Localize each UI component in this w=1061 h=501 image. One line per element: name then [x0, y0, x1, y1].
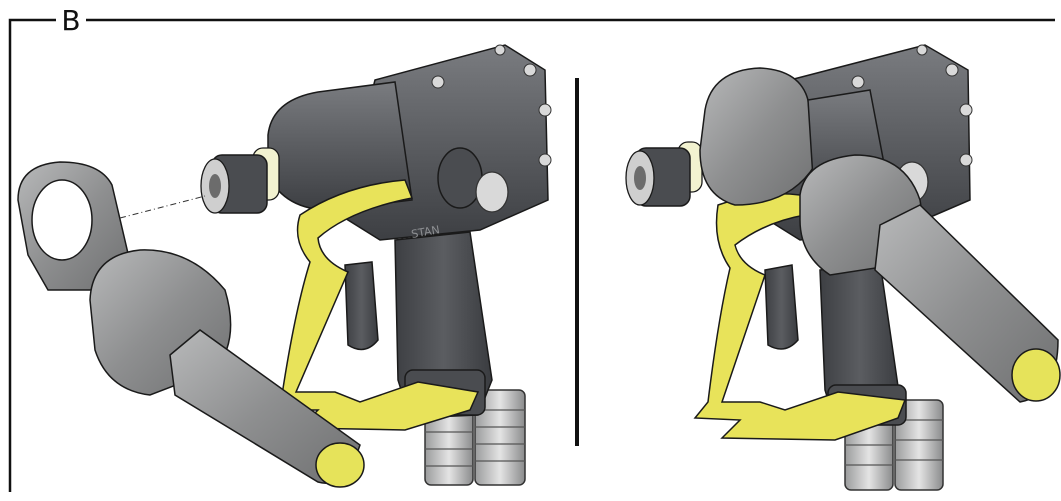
right-panel — [625, 44, 1061, 491]
left-panel: STAN — [17, 44, 552, 488]
right-anvil — [625, 141, 703, 207]
tool-brand-mark: STAN — [410, 223, 440, 241]
attached-handle-ring — [699, 67, 816, 206]
left-side-fitting — [437, 147, 509, 213]
left-trigger — [344, 261, 379, 351]
right-trigger — [764, 264, 799, 350]
frame-border — [8, 18, 1055, 492]
detached-handle — [17, 161, 365, 488]
left-anvil — [200, 147, 280, 214]
panel-label: B — [56, 4, 86, 38]
